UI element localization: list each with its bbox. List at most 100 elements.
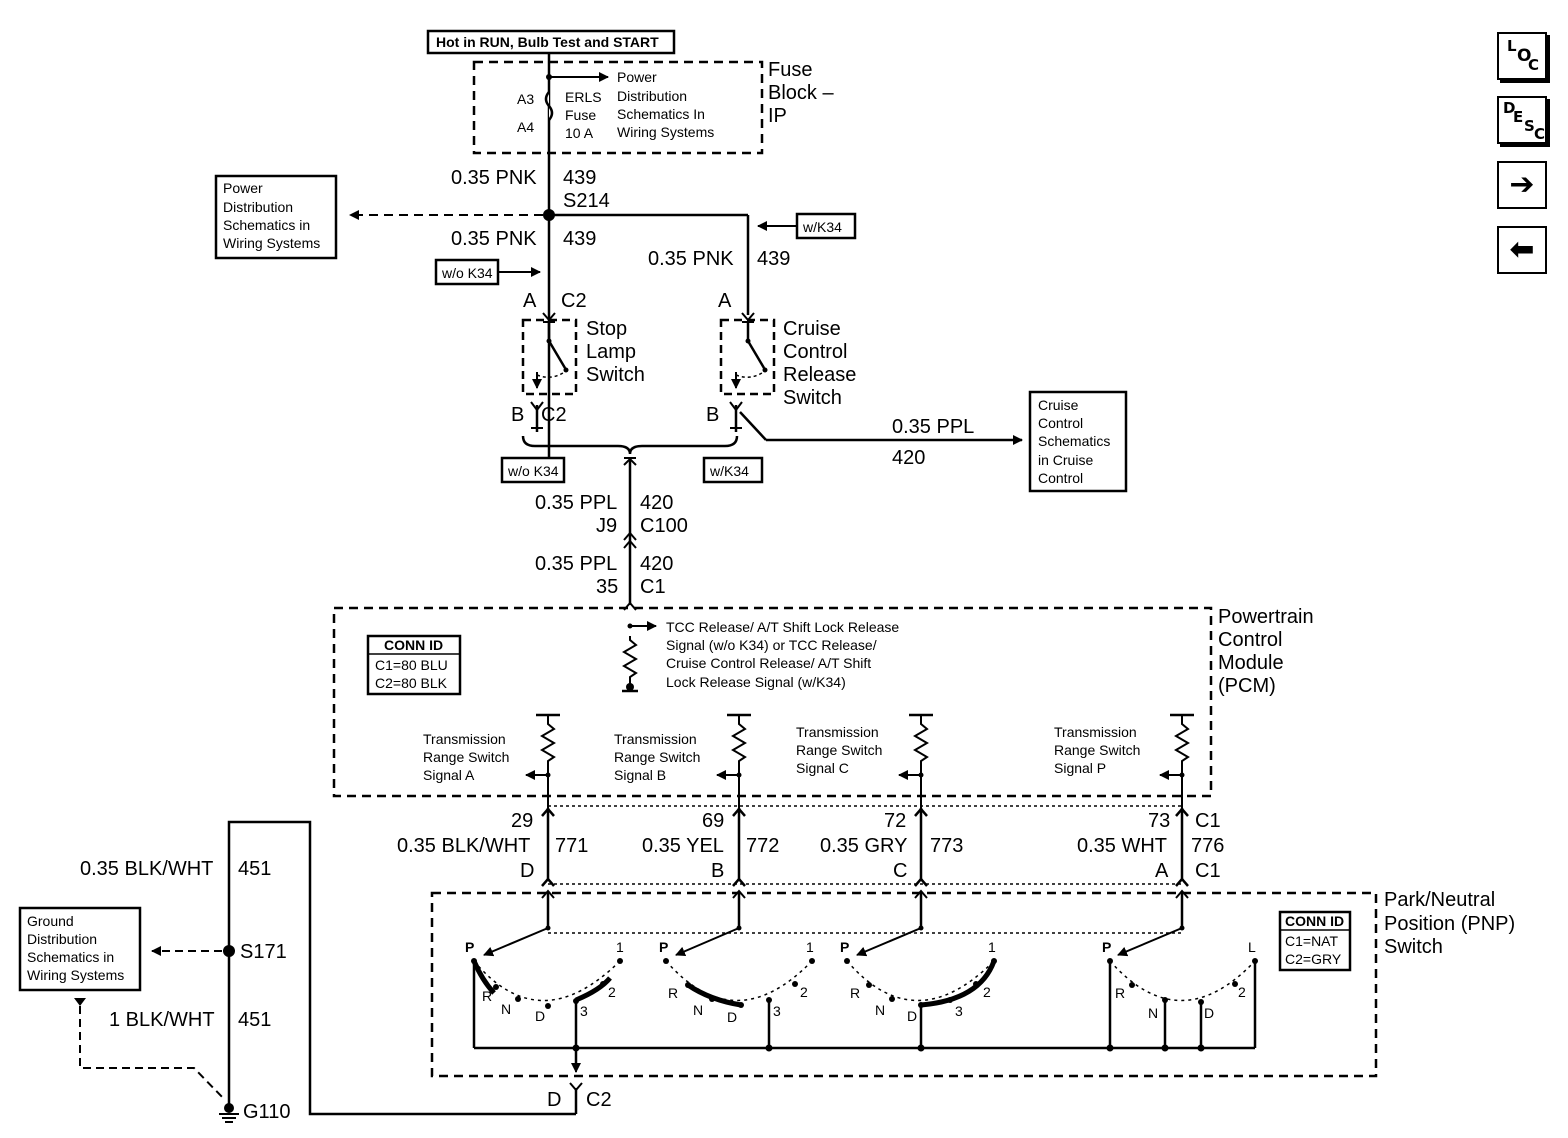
pin-72: 72 <box>884 810 906 832</box>
option-brace <box>521 435 739 455</box>
svg-text:Switch: Switch <box>586 364 645 386</box>
wire-label: 0.35 WHT <box>1077 835 1167 857</box>
wire-label: 1 BLK/WHT <box>109 1009 215 1031</box>
svg-text:C2=GRY: C2=GRY <box>1285 951 1342 967</box>
svg-text:10 A: 10 A <box>565 125 594 141</box>
desc-letter: D <box>1503 99 1516 117</box>
connector-c2: C2 <box>561 290 587 312</box>
svg-text:N: N <box>875 1002 885 1018</box>
wire-label: 0.35 BLK/WHT <box>397 835 530 857</box>
pnp-contact-b: P R N D 3 2 1 <box>659 925 815 1048</box>
fuse-a4: A4 <box>517 119 534 135</box>
svg-text:CONN ID: CONN ID <box>1285 913 1344 929</box>
svg-text:3: 3 <box>955 1003 963 1019</box>
svg-text:Transmission: Transmission <box>614 731 697 747</box>
circuit-number: 420 <box>892 447 925 469</box>
pin-d: D <box>520 860 534 882</box>
svg-text:Transmission: Transmission <box>423 731 506 747</box>
svg-text:Signal (w/o K34) or TCC Releas: Signal (w/o K34) or TCC Release/ <box>666 637 877 653</box>
svg-text:Control: Control <box>1218 629 1282 651</box>
fuse-block-outline <box>472 60 764 155</box>
fuse-a3: A3 <box>517 91 534 107</box>
svg-text:Schematics In: Schematics In <box>617 106 705 122</box>
pin-69: 69 <box>702 810 724 832</box>
svg-text:Release: Release <box>783 364 856 386</box>
desc-button[interactable]: D E S C <box>1497 96 1547 144</box>
circuit-number: 420 <box>640 553 673 575</box>
cruise-schematics-box[interactable]: Cruise Control Schematics in Cruise Cont… <box>1028 390 1128 493</box>
svg-text:Wiring Systems: Wiring Systems <box>223 235 320 251</box>
svg-text:Control: Control <box>1038 470 1083 486</box>
wo-k34-tag-bottom: w/o K34 <box>500 456 566 484</box>
circuit-number: 772 <box>746 835 779 857</box>
wire-label: 0.35 GRY <box>820 835 907 857</box>
svg-text:R: R <box>668 985 678 1001</box>
connector-c1: C1 <box>1195 810 1221 832</box>
svg-text:Control: Control <box>1038 415 1083 431</box>
trs-signal-p: Transmission Range Switch Signal P <box>1054 713 1194 810</box>
next-page-button[interactable]: ➔ <box>1497 161 1547 209</box>
svg-text:N: N <box>693 1002 703 1018</box>
svg-text:D: D <box>907 1008 917 1024</box>
erls-fuse-symbol <box>544 91 554 121</box>
svg-text:Block –: Block – <box>768 82 834 104</box>
svg-text:Schematics in: Schematics in <box>223 217 310 233</box>
ground-dist-box[interactable]: Ground Distribution Schematics in Wiring… <box>18 906 142 992</box>
pnp-contact-a: P R N D 3 2 1 <box>465 925 624 1068</box>
loc-letter: O <box>1517 46 1532 66</box>
pin-b: B <box>706 404 719 426</box>
svg-text:D: D <box>535 1008 545 1024</box>
trs-signal-b: Transmission Range Switch Signal B <box>614 713 751 810</box>
svg-text:Powertrain: Powertrain <box>1218 606 1314 628</box>
circuit-number: 773 <box>930 835 963 857</box>
circuit-number: 776 <box>1191 835 1224 857</box>
pin-b: B <box>711 860 724 882</box>
svg-text:CONN ID: CONN ID <box>384 637 443 653</box>
svg-text:Schematics: Schematics <box>1038 433 1110 449</box>
pin-b: B <box>511 404 524 426</box>
svg-text:Lock Release Signal (w/K34): Lock Release Signal (w/K34) <box>666 674 846 690</box>
svg-text:P: P <box>1102 939 1111 955</box>
wire-label: 0.35 PNK <box>648 248 734 270</box>
svg-text:2: 2 <box>1238 984 1246 1000</box>
svg-text:TCC Release/ A/T Shift Lock Re: TCC Release/ A/T Shift Lock Release <box>666 619 899 635</box>
svg-text:Power: Power <box>617 69 657 85</box>
svg-text:L: L <box>1248 939 1256 955</box>
svg-text:Range Switch: Range Switch <box>614 749 700 765</box>
wo-k34-tag-top: w/o K34 <box>434 258 541 286</box>
wire-label: 0.35 PPL <box>535 492 617 514</box>
circuit-number: 451 <box>238 858 271 880</box>
svg-text:Distribution: Distribution <box>617 88 687 104</box>
pcm-label: Powertrain Control Module (PCM) <box>1218 606 1314 697</box>
hot-in-run-box: Hot in RUN, Bulb Test and START <box>426 29 676 55</box>
svg-text:Switch: Switch <box>1384 936 1443 958</box>
ground-g110-icon <box>224 1103 234 1113</box>
connector-c2: C2 <box>541 404 567 426</box>
circuit-number: 439 <box>757 248 790 270</box>
svg-text:Power: Power <box>223 180 263 196</box>
svg-text:ERLS: ERLS <box>565 89 602 105</box>
previous-page-button[interactable]: ⬅ <box>1497 226 1547 274</box>
wire-label: 0.35 YEL <box>642 835 724 857</box>
svg-text:Transmission: Transmission <box>1054 724 1137 740</box>
svg-text:Signal B: Signal B <box>614 767 666 783</box>
svg-text:Cruise Control Release/ A/T Sh: Cruise Control Release/ A/T Shift <box>666 655 871 671</box>
connector-c1: C1 <box>1195 860 1221 882</box>
svg-text:R: R <box>1115 985 1125 1001</box>
svg-text:Signal A: Signal A <box>423 767 475 783</box>
svg-text:w/o K34: w/o K34 <box>507 463 559 479</box>
svg-text:Stop: Stop <box>586 318 627 340</box>
pnp-switch-label: Park/Neutral Position (PNP) Switch <box>1384 889 1515 958</box>
svg-text:P: P <box>840 939 849 955</box>
svg-text:in Cruise: in Cruise <box>1038 452 1093 468</box>
wire-label: 0.35 PNK <box>451 167 537 189</box>
svg-text:N: N <box>1148 1005 1158 1021</box>
svg-text:w/K34: w/K34 <box>709 463 749 479</box>
tcc-release-signal-label: TCC Release/ A/T Shift Lock Release Sign… <box>666 619 899 690</box>
loc-button[interactable]: L O C <box>1497 32 1547 80</box>
wire-label: 0.35 BLK/WHT <box>80 858 213 880</box>
power-dist-left-box[interactable]: Power Distribution Schematics in Wiring … <box>214 174 338 260</box>
arrow-right-icon: ➔ <box>1509 167 1535 202</box>
svg-text:Wiring Systems: Wiring Systems <box>617 124 714 140</box>
